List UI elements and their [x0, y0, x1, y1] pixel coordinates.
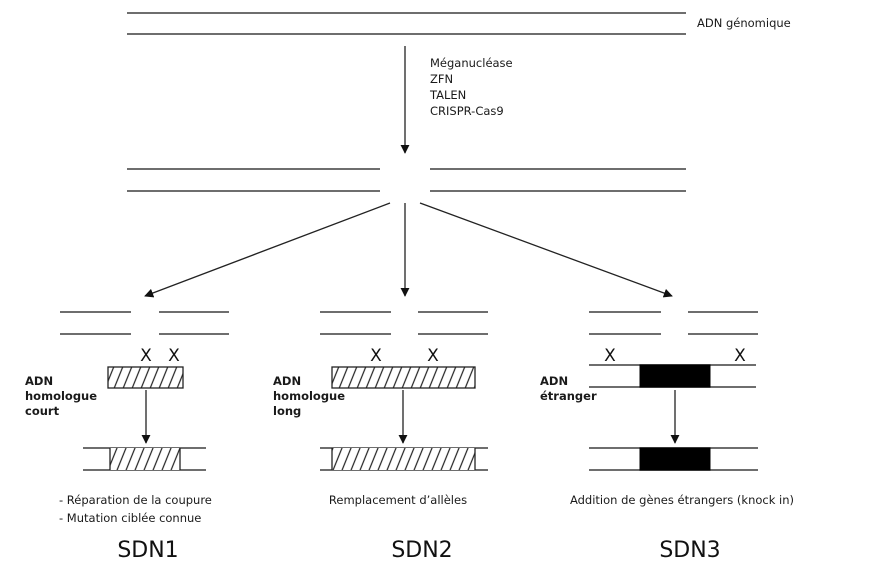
branch-arrow-sdn3-icon — [419, 202, 673, 298]
genomic-dna: ADN génomique — [127, 12, 791, 35]
sdn2-result-description: Remplacement d’allèles — [329, 493, 467, 507]
sdn2-donor-dna-hatched — [331, 366, 476, 389]
sdn1-donor-label: homologue — [25, 389, 97, 403]
sdn1-result-description: - Mutation ciblée connue — [59, 511, 201, 525]
sdn1-donor-dna-hatched — [107, 366, 184, 389]
sdn3-title: SDN3 — [659, 538, 720, 563]
sdn1-crossover-mark: X — [140, 346, 152, 366]
sdn2-title: SDN2 — [391, 538, 452, 563]
sdn3-result-insert — [639, 447, 711, 471]
sdn3-crossover-mark: X — [604, 346, 616, 366]
branch-arrow-sdn1-icon — [144, 202, 391, 298]
sdn1-donor-label: ADN — [25, 374, 53, 388]
genomic-dna-label: ADN génomique — [697, 16, 791, 30]
sdn1-result-hatched — [110, 448, 180, 470]
sdn1-result-description: - Réparation de la coupure — [59, 493, 212, 507]
nuclease-label-talen: TALEN — [429, 88, 466, 102]
cut-dna — [127, 168, 686, 192]
nuclease-step: Méganucléase ZFN TALEN CRISPR-Cas9 — [400, 46, 513, 154]
nuclease-label-crispr: CRISPR-Cas9 — [430, 104, 504, 118]
sdn3-donor-label: ADN — [540, 374, 568, 388]
sdn2-donor-label: ADN — [273, 374, 301, 388]
sdn3-crossover-mark: X — [734, 346, 746, 366]
nuclease-label-zfn: ZFN — [430, 72, 453, 86]
sdn1-crossover-mark: X — [168, 346, 180, 366]
sdn2-crossover-mark: X — [370, 346, 382, 366]
sdn3-result-description: Addition de gènes étrangers (knock in) — [570, 493, 794, 507]
sdn2-donor-label: homologue — [273, 389, 345, 403]
nuclease-label-meganuclease: Méganucléase — [430, 56, 513, 70]
branch-arrows — [144, 202, 673, 298]
sdn3-donor-label: étranger — [540, 389, 597, 403]
sdn3-donor-dna-insert — [639, 364, 711, 388]
sdn2-donor-label: long — [273, 404, 301, 418]
sdn1-donor-label: court — [25, 404, 60, 418]
sdn2-crossover-mark: X — [427, 346, 439, 366]
sdn2-result-hatched — [332, 448, 475, 470]
sdn1-title: SDN1 — [117, 538, 178, 563]
